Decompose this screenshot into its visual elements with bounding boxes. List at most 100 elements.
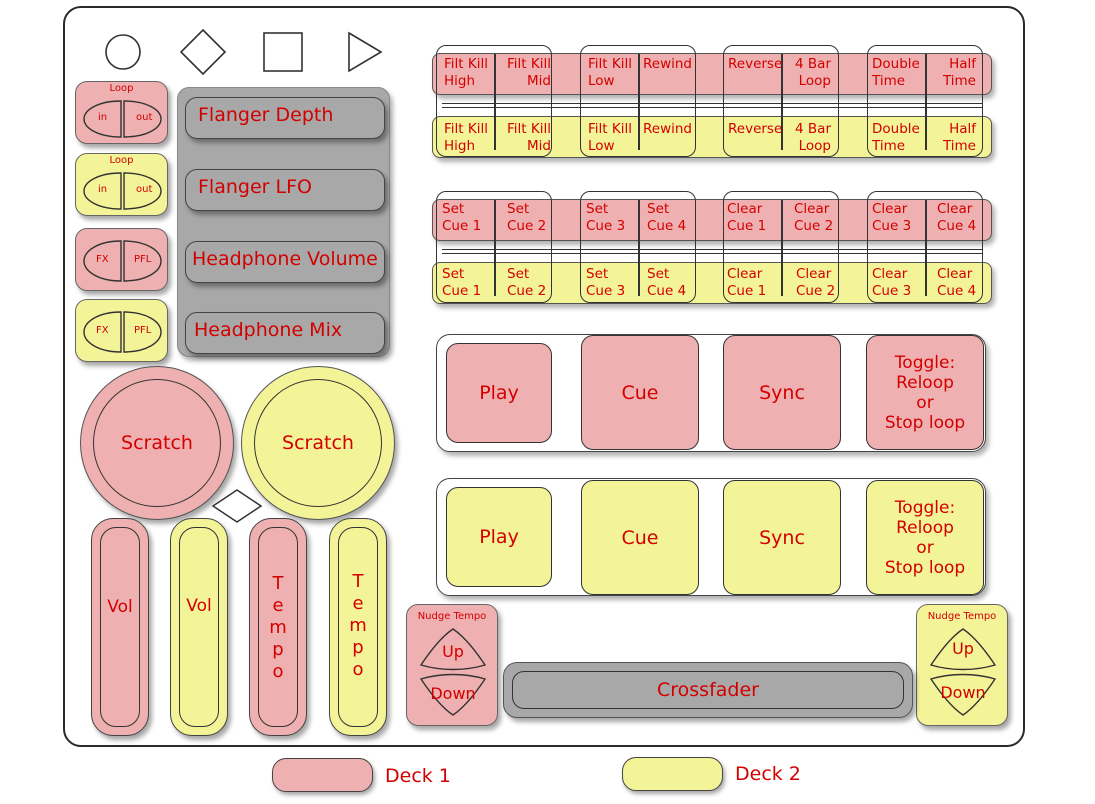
diamond-icon[interactable] (179, 28, 227, 76)
fx-arrow-icon[interactable] (83, 311, 122, 353)
knob-headphone-mix[interactable]: Headphone Mix (185, 312, 385, 354)
fx-arrow-icon[interactable] (83, 240, 122, 282)
fx-pfl-arrows (83, 240, 162, 282)
deck2-fx-pfl-box: FX PFL (75, 299, 168, 362)
deck1-play-button[interactable]: Play (446, 343, 552, 443)
fx-label: FX (96, 325, 109, 336)
deck1-transport-group (436, 334, 986, 452)
tempo-letter: T (352, 571, 364, 592)
loop-title: Loop (109, 155, 134, 166)
deck1-scratch-wheel[interactable]: Scratch (80, 366, 234, 520)
deck1-sync-button[interactable]: Sync (723, 335, 841, 450)
nudge-up-arrow-icon[interactable] (929, 628, 997, 671)
label-line: or (916, 537, 934, 558)
loop-out-arrow-icon[interactable] (123, 172, 162, 210)
deck2-sync-button[interactable]: Sync (723, 480, 841, 595)
deck1-cue-button[interactable]: Cue (581, 335, 699, 450)
deck1-rewind-button[interactable]: Rewind (643, 56, 692, 73)
label-line: Cue 3 (872, 218, 912, 234)
deck1-cue-strip (432, 199, 992, 241)
label-line: Time (942, 138, 976, 154)
crossfader[interactable]: Crossfader (503, 662, 913, 718)
slider-label: Vol (186, 596, 212, 616)
loop-in-arrow-icon[interactable] (83, 172, 122, 210)
pfl-arrow-icon[interactable] (123, 240, 162, 282)
loop-in-arrow-icon[interactable] (83, 100, 122, 138)
fx-label: FX (96, 254, 109, 265)
deck2-scratch-wheel[interactable]: Scratch (241, 366, 395, 520)
deck2-rewind-button[interactable]: Rewind (643, 121, 692, 138)
effect-group-4 (867, 45, 983, 157)
deck2-scratch-label: Scratch (254, 379, 382, 507)
slider-track (179, 527, 219, 727)
label-line: Low (588, 138, 615, 154)
deck1-reverse-button[interactable]: Reverse (728, 56, 782, 73)
knob-flanger-lfo[interactable]: Flanger LFO (185, 169, 385, 211)
circle-icon[interactable] (105, 34, 141, 70)
label-line: Cue 4 (647, 283, 687, 299)
deck1-tempo-slider[interactable]: T e m p o (249, 518, 307, 736)
label-line: Clear (937, 201, 973, 217)
knob-headphone-volume[interactable]: Headphone Volume (185, 241, 385, 283)
center-diamond-icon[interactable] (210, 488, 264, 524)
deck1-toggle-reloop-button[interactable]: Toggle: Reloop or Stop loop (866, 335, 984, 450)
pfl-arrow-icon[interactable] (123, 311, 162, 353)
loop-arrows (83, 172, 162, 210)
slider-track (338, 527, 378, 727)
label-line: Filt Kill (588, 56, 632, 72)
pfl-label: PFL (134, 254, 152, 265)
loop-out-arrow-icon[interactable] (123, 100, 162, 138)
deck2-volume-slider[interactable]: Vol (170, 518, 228, 736)
deck2-reverse-button[interactable]: Reverse (728, 121, 782, 138)
deck2-tempo-slider[interactable]: T e m p o (329, 518, 387, 736)
divider (925, 54, 927, 150)
label-line: Cue 2 (507, 218, 547, 234)
nudge-up-arrow-icon[interactable] (419, 628, 487, 671)
loop-out-label: out (136, 184, 153, 195)
divider (638, 200, 640, 296)
deck2-cue-button[interactable]: Cue (581, 480, 699, 595)
tempo-letter: p (352, 637, 364, 658)
slider-track (100, 527, 140, 727)
deck2-play-button[interactable]: Play (446, 487, 552, 587)
knob-flanger-depth[interactable]: Flanger Depth (185, 97, 385, 139)
nudge-down-arrow-icon[interactable] (929, 673, 997, 716)
deck2-toggle-reloop-button[interactable]: Toggle: Reloop or Stop loop (866, 480, 984, 595)
play-triangle-icon[interactable] (348, 31, 383, 73)
square-icon[interactable] (263, 32, 303, 72)
label-line: Filt Kill (588, 121, 632, 137)
divider (494, 200, 496, 296)
nudge-down-arrow-icon[interactable] (419, 673, 487, 716)
slider-label: T e m p o (330, 571, 386, 681)
deck1-volume-slider[interactable]: Vol (91, 518, 149, 736)
loop-arrows (83, 100, 162, 138)
